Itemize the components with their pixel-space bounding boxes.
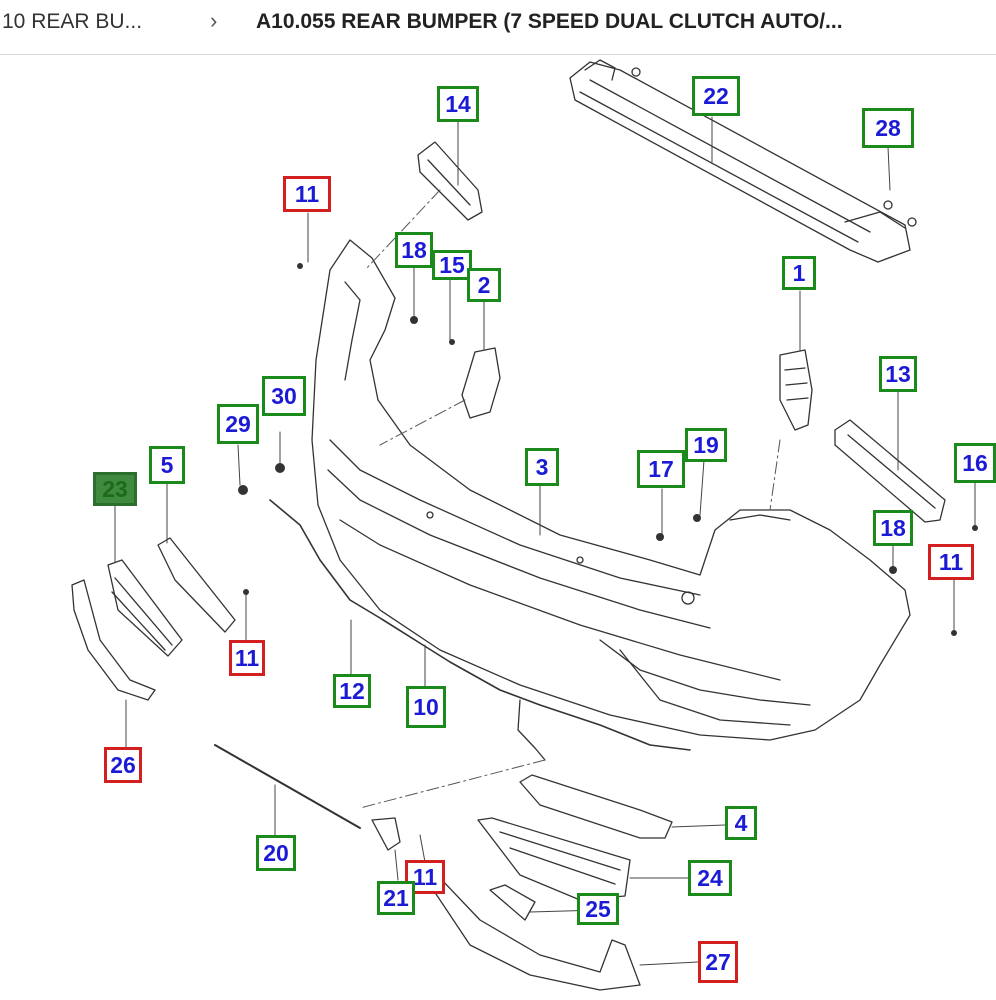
bumper-cover-drawing — [311, 239, 911, 741]
page-title: A10.055 REAR BUMPER (7 SPEED DUAL CLUTCH… — [256, 10, 843, 33]
callout-part-23[interactable]: 23 — [93, 472, 137, 506]
callout-part-2[interactable]: 2 — [467, 268, 501, 302]
callout-part-20[interactable]: 20 — [256, 835, 296, 871]
callout-part-18[interactable]: 18 — [395, 232, 433, 268]
callout-part-5[interactable]: 5 — [149, 446, 185, 484]
callout-part-19[interactable]: 19 — [685, 428, 727, 462]
callout-part-11[interactable]: 11 — [405, 860, 445, 894]
callout-part-14[interactable]: 14 — [437, 86, 479, 122]
callout-part-16[interactable]: 16 — [954, 443, 996, 483]
callout-part-4[interactable]: 4 — [725, 806, 757, 840]
callout-part-21[interactable]: 21 — [377, 881, 415, 915]
callout-part-18[interactable]: 18 — [873, 510, 913, 546]
callout-part-17[interactable]: 17 — [637, 450, 685, 488]
callout-part-13[interactable]: 13 — [879, 356, 917, 392]
callout-part-22[interactable]: 22 — [692, 76, 740, 116]
chevron-right-icon: › — [210, 8, 218, 33]
callout-part-30[interactable]: 30 — [262, 376, 306, 416]
callout-part-29[interactable]: 29 — [217, 404, 259, 444]
breadcrumb: 10 REAR BU... › A10.055 REAR BUMPER (7 S… — [0, 0, 996, 55]
callout-part-1[interactable]: 1 — [782, 256, 816, 290]
callout-part-27[interactable]: 27 — [698, 941, 738, 983]
breadcrumb-parent-link[interactable]: 10 REAR BU... — [2, 10, 143, 33]
callout-part-28[interactable]: 28 — [862, 108, 914, 148]
callout-part-24[interactable]: 24 — [688, 860, 732, 896]
callout-part-12[interactable]: 12 — [333, 674, 371, 708]
callout-part-11[interactable]: 11 — [928, 544, 974, 580]
callout-part-11[interactable]: 11 — [229, 640, 265, 676]
callout-part-11[interactable]: 11 — [283, 176, 331, 212]
callout-part-10[interactable]: 10 — [406, 686, 446, 728]
bracket-14-drawing — [417, 141, 483, 221]
callout-part-25[interactable]: 25 — [577, 893, 619, 925]
callout-part-15[interactable]: 15 — [432, 250, 472, 280]
impact-beam-drawing — [569, 59, 917, 263]
bumper-exploded-drawing — [71, 59, 978, 991]
callout-part-26[interactable]: 26 — [104, 747, 142, 783]
callout-part-3[interactable]: 3 — [525, 448, 559, 486]
